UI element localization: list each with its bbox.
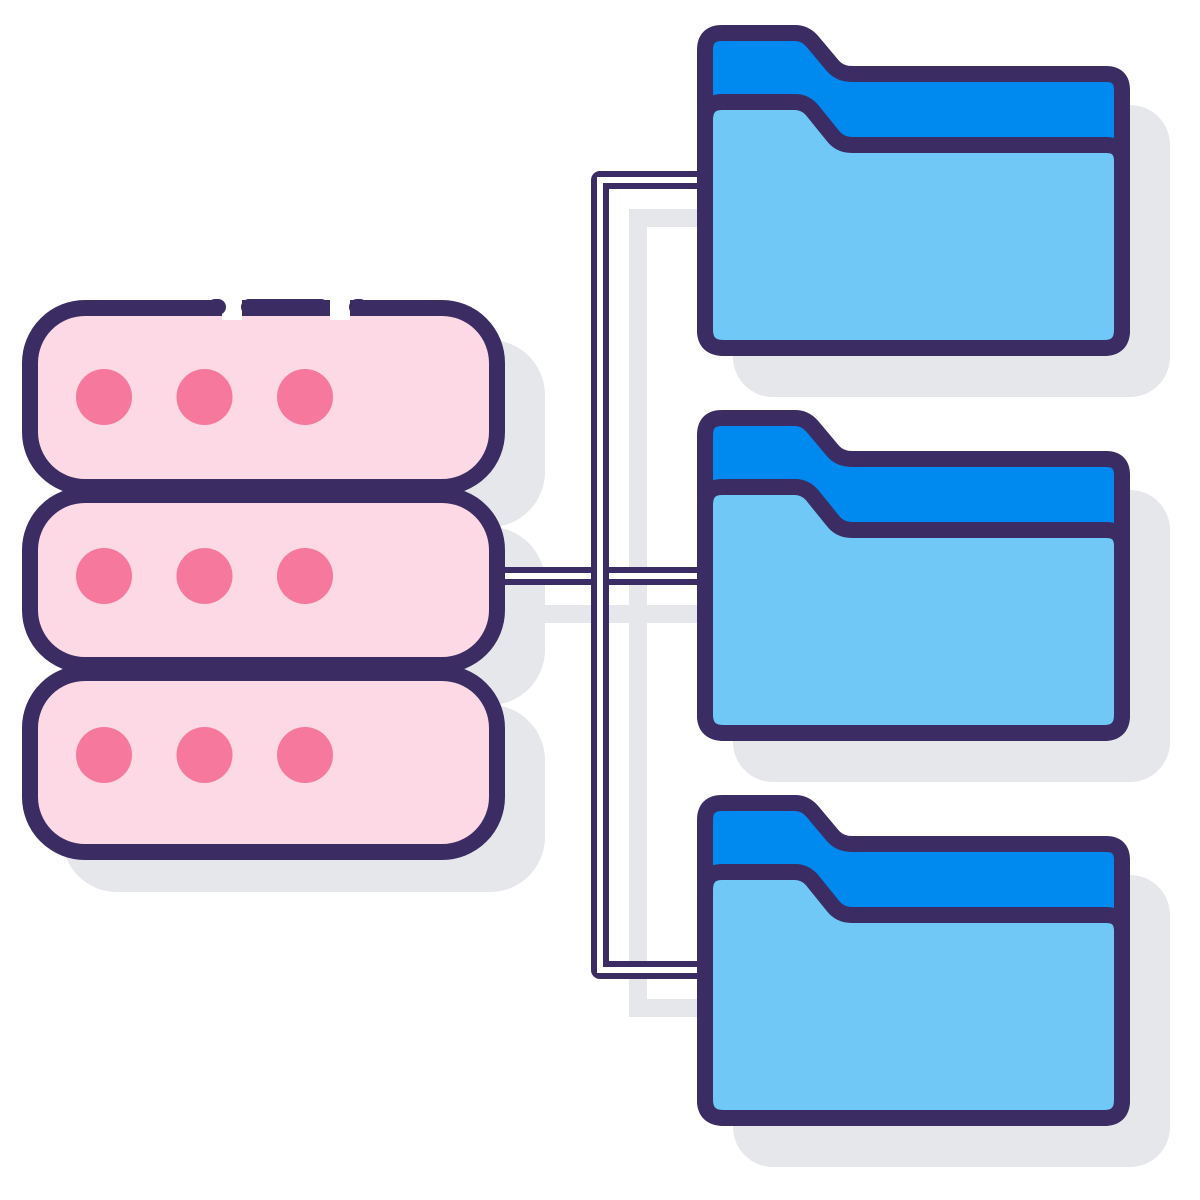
server-status-light (76, 369, 132, 425)
folder-icon (697, 795, 1130, 1126)
server-unit (22, 300, 505, 495)
connector-lines (505, 171, 697, 979)
server-unit (22, 665, 505, 860)
folder-front (697, 479, 1130, 741)
connector-line-inner (597, 177, 697, 973)
folder-front (697, 94, 1130, 356)
folder-front (697, 864, 1130, 1126)
server-status-light (176, 369, 233, 425)
server-status-light (176, 727, 233, 783)
folder-icon (697, 25, 1130, 356)
folder-group (697, 25, 1130, 1126)
server-status-light (277, 548, 333, 604)
folder-icon (697, 410, 1130, 741)
server-status-light (277, 369, 333, 425)
server-unit (22, 487, 505, 673)
server-outline-gap (222, 296, 242, 320)
server-status-light (76, 727, 132, 783)
server-status-light (176, 548, 233, 604)
server-status-light (76, 548, 132, 604)
server-status-light (277, 727, 333, 783)
server-stack-icon (22, 296, 505, 860)
server-outline-gap (330, 296, 350, 320)
server-unit-body (22, 665, 505, 860)
